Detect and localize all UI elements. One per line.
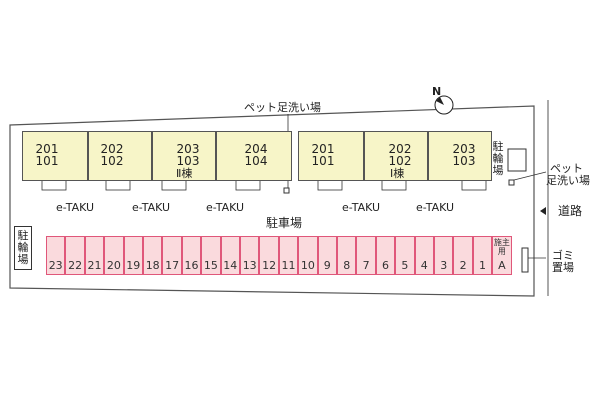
- parking-stall-number: A: [498, 259, 506, 272]
- parking-stall: 9: [317, 236, 337, 275]
- parking-stall: 13: [240, 236, 260, 275]
- building-2-label: Ⅱ棟: [176, 167, 193, 180]
- owner-use-label: 施主用: [493, 238, 510, 256]
- parking-stall: 1: [472, 236, 493, 275]
- parking-stall: 23: [46, 236, 66, 275]
- parking-stall: 10: [298, 236, 318, 275]
- parking-stall-number: 15: [203, 259, 218, 272]
- parking-stall: 11: [278, 236, 299, 275]
- unit-block-1-1: [298, 131, 364, 181]
- parking-stall: 18: [143, 236, 163, 275]
- parking-stall: 6: [375, 236, 396, 275]
- bike-rack-left: [14, 226, 32, 270]
- unit-block-2-3: [152, 131, 216, 181]
- etaku-label: e-TAKU: [132, 201, 171, 214]
- parking-stall-number: 8: [343, 259, 351, 272]
- parking-stall-number: 17: [165, 259, 180, 272]
- parking-stall-number: 3: [440, 259, 448, 272]
- parking-stall: 15: [201, 236, 221, 275]
- garbage-label: ゴミ置場: [552, 249, 574, 274]
- parking-stall-number: 9: [323, 259, 331, 272]
- parking-stall-number: 14: [223, 259, 238, 272]
- unit-block-1-3: [428, 131, 492, 181]
- parking-stall-number: 13: [242, 259, 257, 272]
- etaku-label: e-TAKU: [56, 201, 95, 214]
- parking-stall: 3: [434, 236, 454, 275]
- parking-stall: 4: [414, 236, 434, 275]
- unit-block-2-2: [88, 131, 152, 181]
- parking-stall: 12: [259, 236, 279, 275]
- parking-stall-number: 22: [68, 259, 83, 272]
- building-1-label: Ⅰ棟: [390, 167, 405, 180]
- parking-stall: 2: [453, 236, 473, 275]
- etaku-label: e-TAKU: [206, 201, 245, 214]
- parking-stall-number: 6: [381, 259, 389, 272]
- parking-stall: 8: [337, 236, 357, 275]
- parking-stall-number: 12: [262, 259, 277, 272]
- pet-wash-right-label-2: 足洗い場: [546, 174, 590, 187]
- parking-stall: 14: [220, 236, 240, 275]
- pet-wash-top-label: ペット足洗い場: [244, 101, 321, 114]
- parking-stall-number: 2: [459, 259, 467, 272]
- parking-stall-number: 11: [281, 259, 296, 272]
- parking-stall-number: 20: [106, 259, 121, 272]
- parking-stall-number: 7: [362, 259, 370, 272]
- parking-stall: 5: [395, 236, 415, 275]
- parking-stall: 7: [356, 236, 376, 275]
- parking-stall-number: 5: [401, 259, 409, 272]
- parking-stall-number: 19: [126, 259, 141, 272]
- parking-stall-number: 10: [300, 259, 315, 272]
- parking-stall: 16: [181, 236, 202, 275]
- parking-stall: 施主用 A: [492, 236, 512, 275]
- parking-stall: 20: [104, 236, 124, 275]
- parking-label: 駐車場: [266, 216, 303, 230]
- unit-block-2-1: [22, 131, 88, 181]
- bike-rack-left-label: 駐輪場: [17, 229, 29, 266]
- etaku-label: e-TAKU: [416, 201, 455, 214]
- parking-stall: 19: [123, 236, 143, 275]
- road-label: 道路: [558, 204, 583, 218]
- unit-block-1-2: [364, 131, 428, 181]
- parking-stall-number: 16: [184, 259, 199, 272]
- compass-label: N: [432, 85, 442, 98]
- pet-wash-right-label-1: ペット: [550, 162, 583, 175]
- bike-rack-right-label: 駐輪場: [492, 140, 504, 177]
- parking-stall-number: 1: [478, 259, 486, 272]
- parking-stall-number: 21: [87, 259, 102, 272]
- parking-stall-number: 4: [420, 259, 428, 272]
- parking-stall-number: 23: [48, 259, 63, 272]
- parking-stall: 22: [65, 236, 85, 275]
- parking-stall: 17: [162, 236, 182, 275]
- parking-stall: 21: [84, 236, 105, 275]
- parking-stall-number: 18: [145, 259, 160, 272]
- unit-block-2-4: [216, 131, 292, 181]
- compass-icon: [434, 95, 454, 115]
- etaku-label: e-TAKU: [342, 201, 381, 214]
